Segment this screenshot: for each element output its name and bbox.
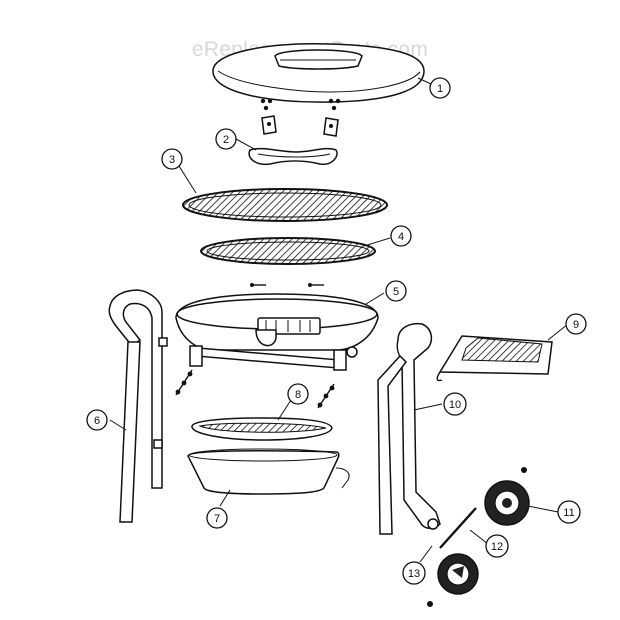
wheel-small[interactable] [427, 553, 479, 607]
callout-1-label: 1 [437, 83, 443, 95]
callout-7: 7 [206, 507, 228, 529]
callout-5: 5 [385, 280, 407, 302]
lower-rack[interactable] [191, 417, 333, 441]
left-leg-assembly[interactable] [108, 289, 168, 523]
callout-4-label: 4 [398, 231, 404, 243]
axle[interactable] [439, 507, 477, 549]
callout-4: 4 [390, 225, 412, 247]
callout-5-label: 5 [393, 286, 399, 298]
callout-2-label: 2 [223, 134, 229, 146]
callout-12-label: 12 [491, 541, 503, 553]
callout-11: 11 [557, 500, 581, 524]
right-leg-assembly[interactable] [377, 322, 441, 535]
bolts [175, 369, 335, 409]
callout-3-label: 3 [169, 154, 175, 166]
lower-grate[interactable] [200, 237, 376, 265]
callout-10-label: 10 [449, 399, 461, 411]
callout-13-label: 13 [408, 568, 420, 580]
callout-13: 13 [402, 561, 426, 585]
callout-3: 3 [161, 148, 183, 170]
callout-7-label: 7 [214, 513, 220, 525]
callout-6: 6 [86, 409, 108, 431]
wheel-large[interactable] [484, 467, 530, 526]
firebox-bowl[interactable] [175, 293, 379, 371]
callout-10: 10 [443, 392, 467, 416]
callout-8: 8 [287, 383, 309, 405]
callout-6-label: 6 [94, 415, 100, 427]
callout-12: 12 [485, 534, 509, 558]
side-shelf-rack[interactable] [436, 335, 553, 382]
callout-8-label: 8 [295, 389, 301, 401]
callout-1: 1 [429, 77, 451, 99]
ash-pan[interactable] [187, 448, 350, 495]
callout-2: 2 [215, 128, 237, 150]
leader-lines [109, 77, 569, 563]
callout-9-label: 9 [573, 319, 579, 331]
lid-hardware [260, 98, 341, 137]
callout-9: 9 [565, 313, 587, 335]
screws [250, 283, 324, 287]
callout-11-label: 11 [563, 507, 574, 519]
grill-lid[interactable] [212, 42, 425, 103]
cooking-grate[interactable] [182, 188, 388, 222]
handle[interactable] [248, 147, 338, 166]
